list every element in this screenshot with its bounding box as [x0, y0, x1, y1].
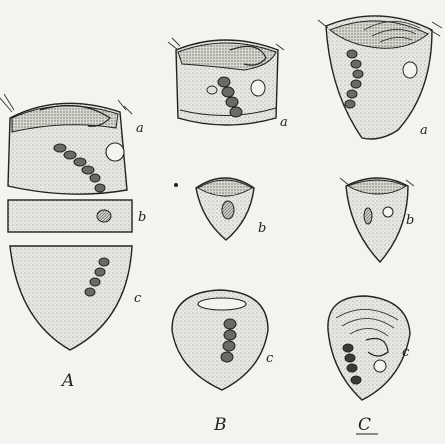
label-C-b: b	[406, 213, 414, 228]
cell-B-b: b	[174, 178, 266, 240]
caption-B: B	[213, 415, 227, 435]
vacuole-icon	[374, 360, 386, 372]
label-A-a: a	[136, 121, 144, 136]
nucleus-icon	[364, 208, 372, 224]
label-A-c: c	[134, 291, 142, 306]
label-B-b: b	[258, 221, 266, 236]
cell-A-b: b	[8, 200, 146, 232]
vacuole-icon	[403, 62, 417, 78]
caption-C: C	[358, 415, 371, 435]
label-A-b: b	[138, 210, 146, 225]
cell-A-a: a	[0, 94, 144, 194]
vacuole-icon	[251, 80, 265, 96]
cell-B-c: c	[172, 290, 274, 390]
vacuole-icon	[383, 207, 393, 217]
label-B-c: c	[266, 351, 274, 366]
cell-C-c: c	[328, 296, 410, 400]
nucleus-icon	[97, 210, 111, 222]
label-B-a: a	[280, 115, 288, 130]
label-C-c: c	[402, 345, 410, 360]
caption-A: A	[60, 371, 74, 391]
cell-A-c: c	[10, 246, 142, 350]
cell-C-a: a	[318, 16, 442, 139]
cell-C-b: b	[340, 178, 414, 262]
vacuole-icon	[106, 143, 124, 161]
nucleus-icon	[222, 201, 234, 219]
label-C-a: a	[420, 123, 428, 138]
cell-B-a: a	[168, 38, 288, 130]
